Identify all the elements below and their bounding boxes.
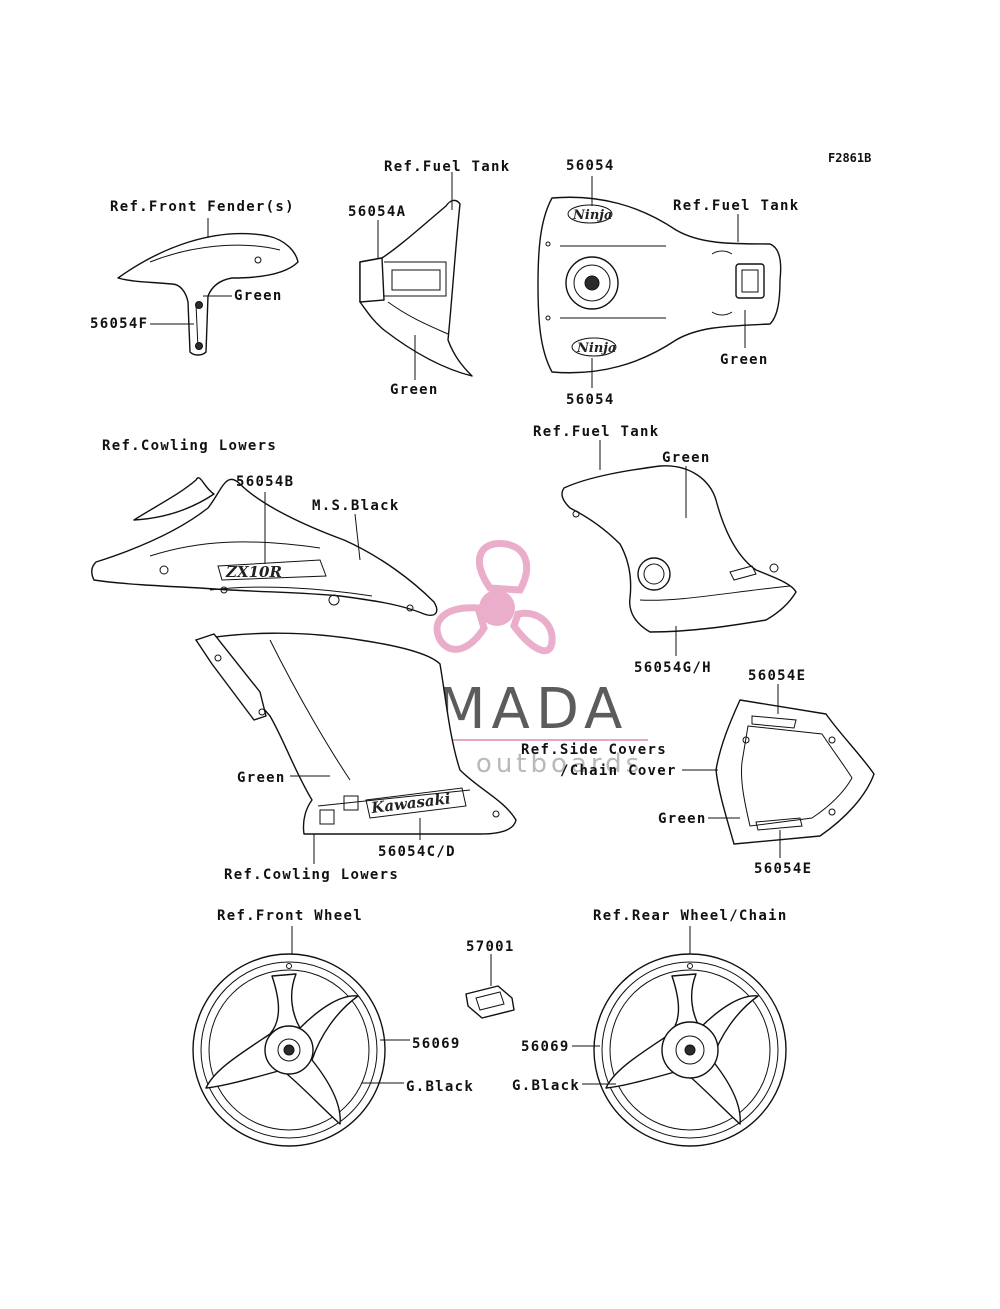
front-wheel-part-label: 56069 (412, 1036, 461, 1052)
svg-text:ZX10R: ZX10R (225, 563, 282, 581)
tank-top-part-label: 56054 (566, 158, 615, 174)
side-tank-color-label: Green (662, 450, 711, 466)
side-tank-part-label: 56054G/H (634, 660, 712, 676)
front-wheel-ref-label: Ref.Front Wheel (217, 908, 363, 924)
seat-cover-part-top-label: 56054E (748, 668, 806, 684)
cowling-lower-part-label: 56054C/D (378, 844, 456, 860)
small-part-label: 57001 (466, 939, 515, 955)
lower-cowling: Kawasaki (195, 632, 517, 864)
fuel-tank-side (561, 440, 797, 656)
side-covers-ref-line1: Ref.Side Covers (521, 742, 667, 758)
svg-text:Ninja: Ninja (572, 208, 612, 223)
tank-bottom-part-label: 56054 (566, 392, 615, 408)
tank-top-ref-label: Ref.Fuel Tank (673, 198, 799, 214)
rear-wheel-color-label: G.Black (512, 1078, 580, 1094)
svg-text:Ninja: Ninja (576, 341, 616, 356)
watermark-logo (433, 540, 556, 655)
cowling-upper-part-label: 56054B (236, 474, 294, 490)
front-fender (117, 218, 299, 356)
rear-wheel-ref-label: Ref.Rear Wheel/Chain (593, 908, 788, 924)
fuel-tank-top: Ninja Ninja (537, 176, 782, 388)
seat-cover (682, 684, 875, 858)
seat-cover-part-bottom-label: 56054E (754, 861, 812, 877)
small-part-57001 (465, 954, 515, 1019)
cowling-ref-top-label: Ref.Cowling Lowers (102, 438, 277, 454)
diagram-code: F2861B (828, 151, 871, 165)
center-cover-color-label: Green (390, 382, 439, 398)
cowling-ref-bottom-label: Ref.Cowling Lowers (224, 867, 399, 883)
cowling-upper-color-label: M.S.Black (312, 498, 400, 514)
rear-wheel-part-label: 56069 (521, 1039, 570, 1055)
tank-top-color-label: Green (720, 352, 769, 368)
cowling-lower-color-label: Green (237, 770, 286, 786)
ninja-decal-top: Ninja (567, 204, 613, 224)
center-fuel-tank-ref-label: Ref.Fuel Tank (384, 159, 510, 175)
rear-wheel (572, 926, 787, 1147)
front-fender-color-label: Green (234, 288, 283, 304)
front-wheel-color-label: G.Black (406, 1079, 474, 1095)
ninja-decal-bottom: Ninja (571, 337, 617, 357)
zx10r-decal: ZX10R (217, 559, 327, 581)
seat-cover-color-label: Green (658, 811, 707, 827)
upper-cowling: ZX10R (91, 477, 438, 616)
front-fender-ref-label: Ref.Front Fender(s) (110, 199, 295, 215)
center-cover-part-label: 56054A (348, 204, 406, 220)
side-covers-ref-line2: /Chain Cover (560, 763, 677, 779)
front-fender-part-label: 56054F (90, 316, 148, 332)
side-fuel-tank-ref-label: Ref.Fuel Tank (533, 424, 659, 440)
front-wheel (192, 926, 410, 1147)
center-tank-cover (359, 172, 473, 380)
